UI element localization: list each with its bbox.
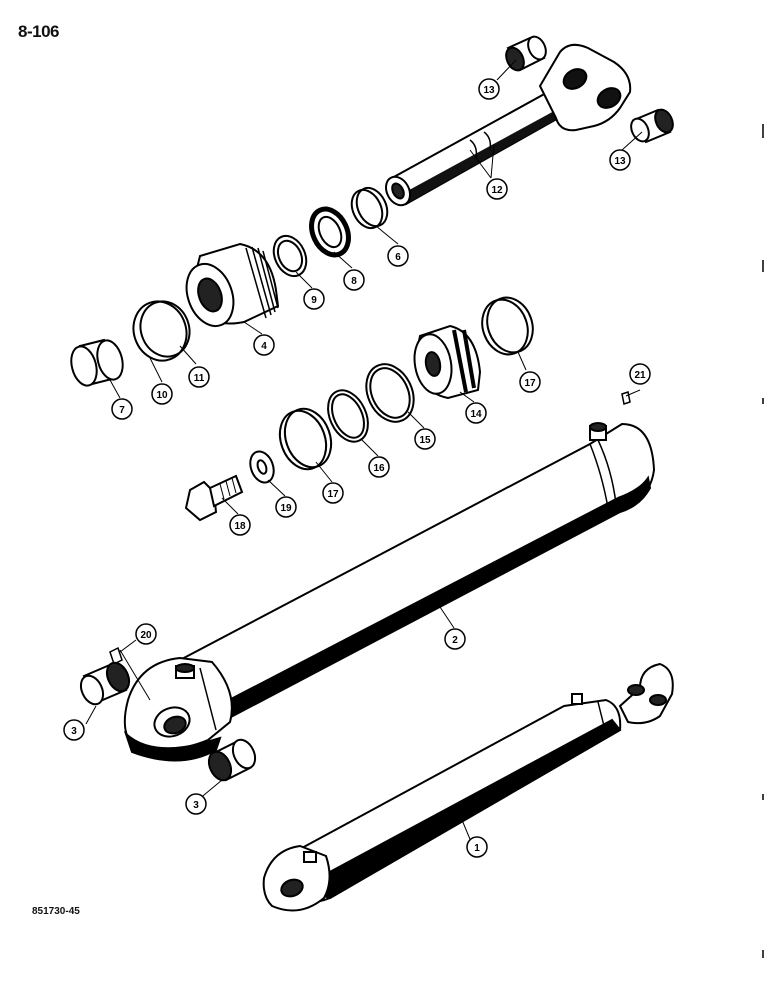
callout-label: 13 bbox=[614, 156, 626, 167]
cylinder-head-4 bbox=[185, 242, 280, 327]
wiper-9 bbox=[272, 234, 308, 278]
callout-label: 6 bbox=[395, 252, 401, 263]
seal-8 bbox=[309, 206, 351, 258]
bushing-3-bottom bbox=[207, 738, 257, 782]
callout-18: 18 bbox=[229, 514, 251, 536]
callout-label: 19 bbox=[280, 503, 292, 514]
callout-label: 12 bbox=[491, 185, 503, 196]
piston-14 bbox=[413, 324, 482, 400]
callout-16: 16 bbox=[368, 456, 390, 478]
callout-label: 14 bbox=[470, 409, 482, 420]
callout-label: 4 bbox=[261, 341, 267, 352]
ring-17-bottom bbox=[278, 407, 333, 471]
callout-2: 2 bbox=[444, 628, 466, 650]
bolt-18 bbox=[184, 474, 244, 522]
grease-fitting-20 bbox=[109, 646, 123, 666]
callout-label: 3 bbox=[193, 800, 199, 811]
callout-6: 6 bbox=[387, 245, 409, 267]
grease-fitting-21 bbox=[621, 391, 631, 405]
callout-13-right: 13 bbox=[609, 149, 631, 171]
callout-20: 20 bbox=[135, 623, 157, 645]
callout-label: 17 bbox=[327, 489, 339, 500]
ring-17-top bbox=[481, 296, 534, 356]
callout-label: 7 bbox=[119, 405, 125, 416]
callout-label: 18 bbox=[234, 521, 246, 532]
callout-label: 10 bbox=[156, 390, 168, 401]
callout-label: 1 bbox=[474, 843, 480, 854]
callout-9: 9 bbox=[303, 288, 325, 310]
callout-label: 15 bbox=[419, 435, 431, 446]
seal-6 bbox=[350, 186, 389, 230]
callout-label: 3 bbox=[71, 726, 77, 737]
washer-19 bbox=[249, 450, 275, 484]
callout-label: 2 bbox=[452, 635, 458, 646]
callout-12: 12 bbox=[486, 178, 508, 200]
callout-label: 17 bbox=[524, 378, 536, 389]
callout-14: 14 bbox=[465, 402, 487, 424]
callout-8: 8 bbox=[343, 269, 365, 291]
callout-17-top: 17 bbox=[519, 371, 541, 393]
piston-rod-assembly bbox=[385, 43, 632, 207]
ring-16 bbox=[327, 389, 369, 443]
callout-19: 19 bbox=[275, 496, 297, 518]
callout-21: 21 bbox=[629, 363, 651, 385]
callout-13-left: 13 bbox=[478, 78, 500, 100]
bushing-13-right bbox=[630, 108, 674, 144]
assembled-cylinder-1 bbox=[262, 662, 674, 912]
callout-label: 8 bbox=[351, 276, 357, 287]
callout-1: 1 bbox=[466, 836, 488, 858]
callout-10: 10 bbox=[151, 383, 173, 405]
callout-17-bottom: 17 bbox=[322, 482, 344, 504]
page-number: 8-106 bbox=[18, 22, 59, 41]
seal-15 bbox=[365, 363, 415, 423]
bushing-13-left bbox=[505, 35, 547, 72]
callout-label: 21 bbox=[634, 370, 646, 381]
callout-3-top: 3 bbox=[63, 719, 85, 741]
callout-label: 11 bbox=[194, 373, 205, 384]
callout-15: 15 bbox=[414, 428, 436, 450]
cylinder-barrel-2 bbox=[123, 422, 656, 762]
bushing-7 bbox=[70, 338, 124, 387]
ring-11 bbox=[132, 300, 191, 362]
callout-label: 20 bbox=[140, 630, 152, 641]
callout-7: 7 bbox=[111, 398, 133, 420]
callout-label: 9 bbox=[311, 295, 317, 306]
callout-4: 4 bbox=[253, 334, 275, 356]
callout-11: 11 bbox=[188, 366, 210, 388]
figure-id: 851730-45 bbox=[32, 906, 80, 917]
callout-3-bottom: 3 bbox=[185, 793, 207, 815]
callout-label: 13 bbox=[483, 85, 495, 96]
bushing-3-top bbox=[79, 661, 131, 706]
callout-label: 16 bbox=[373, 463, 385, 474]
